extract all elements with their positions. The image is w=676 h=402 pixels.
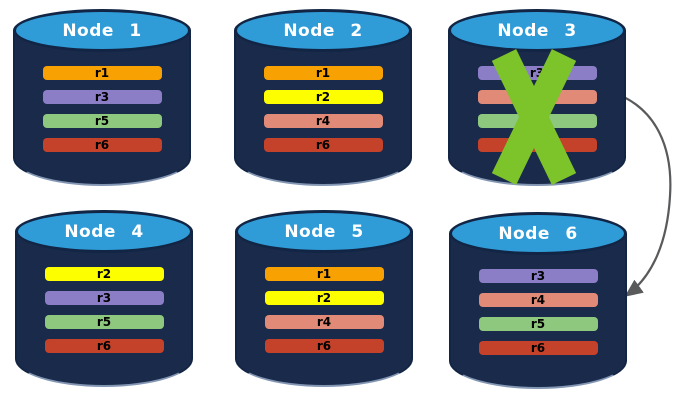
replica-list: r3 r4 r5 r6 xyxy=(449,269,627,355)
replica-label: r6 xyxy=(96,339,112,353)
replica-label: r5 xyxy=(94,114,110,128)
node-cylinder-body xyxy=(234,30,412,186)
db-node-3: Node 3 r3 r4 r5 r6 xyxy=(448,9,626,186)
replica-bar-r3: r3 xyxy=(42,90,162,104)
replica-bar-r1: r1 xyxy=(264,267,384,281)
node-cylinder-body xyxy=(448,30,626,186)
node-title: Node 3 xyxy=(497,20,577,41)
replica-label: r2 xyxy=(315,90,331,104)
arrow-curve xyxy=(611,90,672,297)
node-cylinder-body xyxy=(449,233,627,389)
node-cylinder-top: Node 1 xyxy=(13,9,191,52)
node-cylinder-top: Node 6 xyxy=(449,212,627,255)
node-title: Node 1 xyxy=(62,20,142,41)
replica-label: r1 xyxy=(315,66,331,80)
replica-label: r4 xyxy=(315,114,331,128)
replica-bar-r2: r2 xyxy=(264,291,384,305)
node-title: Node 6 xyxy=(498,223,578,244)
replica-label: r5 xyxy=(96,315,112,329)
replica-bar-r3: r3 xyxy=(478,269,598,283)
replica-bar-r2: r2 xyxy=(263,90,383,104)
replica-bar-r1: r1 xyxy=(263,66,383,80)
replica-bar-r6: r6 xyxy=(44,339,164,353)
replica-label: r3 xyxy=(94,90,110,104)
replica-bar-r6: r6 xyxy=(42,138,162,152)
node-title: Node 2 xyxy=(283,20,363,41)
db-node-2: Node 2 r1 r2 r4 r6 xyxy=(234,9,412,186)
replica-list: r1 r2 r4 r6 xyxy=(235,267,413,353)
replica-label: r6 xyxy=(315,138,331,152)
replica-bar-r5: r5 xyxy=(478,317,598,331)
db-node-4: Node 4 r2 r3 r5 r6 xyxy=(15,210,193,387)
replica-list: r2 r3 r5 r6 xyxy=(15,267,193,353)
node-cylinder-body xyxy=(235,231,413,387)
node-cylinder-top: Node 4 xyxy=(15,210,193,253)
replica-label: r5 xyxy=(530,317,546,331)
node-title: Node 4 xyxy=(64,221,144,242)
replica-label: r2 xyxy=(96,267,112,281)
replica-label: r6 xyxy=(94,138,110,152)
node-cylinder-body xyxy=(13,30,191,186)
replica-list: r1 r3 r5 r6 xyxy=(13,66,191,152)
replica-list: r1 r2 r4 r6 xyxy=(234,66,412,152)
replica-bar-r2: r2 xyxy=(44,267,164,281)
replica-bar-r4: r4 xyxy=(478,293,598,307)
db-node-6: Node 6 r3 r4 r5 r6 xyxy=(449,212,627,389)
replica-bar-r4: r4 xyxy=(263,114,383,128)
replica-label: r3 xyxy=(530,269,546,283)
db-node-5: Node 5 r1 r2 r4 r6 xyxy=(235,210,413,387)
replica-bar-r5: r5 xyxy=(42,114,162,128)
failure-x-icon xyxy=(491,49,577,185)
replica-bar-r6: r6 xyxy=(263,138,383,152)
node-cylinder-body xyxy=(15,231,193,387)
db-node-1: Node 1 r1 r3 r5 r6 xyxy=(13,9,191,186)
replica-label: r3 xyxy=(96,291,112,305)
replica-bar-r1: r1 xyxy=(42,66,162,80)
replica-label: r6 xyxy=(316,339,332,353)
node-cylinder-top: Node 2 xyxy=(234,9,412,52)
replica-bar-r6: r6 xyxy=(264,339,384,353)
node-cylinder-top: Node 3 xyxy=(448,9,626,52)
replica-bar-r6: r6 xyxy=(478,341,598,355)
replica-label: r4 xyxy=(530,293,546,307)
replica-label: r4 xyxy=(316,315,332,329)
replica-label: r1 xyxy=(316,267,332,281)
replica-label: r2 xyxy=(316,291,332,305)
node-title: Node 5 xyxy=(284,221,364,242)
node-cylinder-top: Node 5 xyxy=(235,210,413,253)
replica-label: r6 xyxy=(530,341,546,355)
replica-bar-r5: r5 xyxy=(44,315,164,329)
replica-bar-r4: r4 xyxy=(264,315,384,329)
replica-label: r1 xyxy=(94,66,110,80)
replica-bar-r3: r3 xyxy=(44,291,164,305)
